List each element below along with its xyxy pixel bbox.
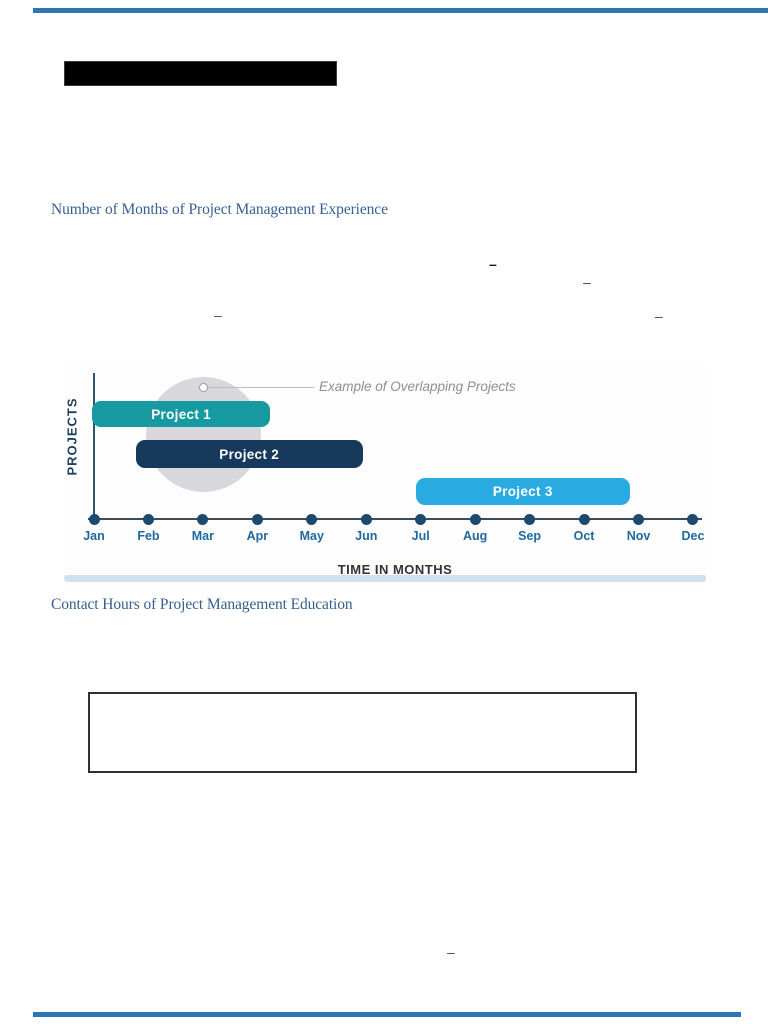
chart-footer-strip bbox=[64, 575, 706, 582]
dash-fragment: – bbox=[489, 256, 497, 272]
empty-bordered-box bbox=[88, 692, 637, 773]
month-tick-dot bbox=[88, 513, 100, 525]
month-tick-dot bbox=[360, 513, 372, 525]
dash-fragment: – bbox=[214, 307, 222, 323]
annotation-ring-icon bbox=[199, 383, 208, 392]
y-axis-label: PROJECTS bbox=[64, 397, 80, 476]
month-label: Jun bbox=[355, 529, 378, 543]
month-tick-dot bbox=[197, 513, 209, 525]
y-axis-line bbox=[93, 373, 95, 520]
month-label: Jul bbox=[411, 529, 430, 543]
month-label: Dec bbox=[681, 529, 705, 543]
month-label: May bbox=[299, 529, 324, 543]
redaction-bar bbox=[64, 61, 337, 86]
dash-fragment: – bbox=[583, 274, 591, 290]
month-tick-dot bbox=[306, 513, 318, 525]
month-label: Apr bbox=[246, 529, 269, 543]
top-horizontal-rule bbox=[33, 8, 768, 13]
month-label: Oct bbox=[573, 529, 595, 543]
annotation-label: Example of Overlapping Projects bbox=[319, 379, 516, 394]
dash-fragment: – bbox=[447, 944, 455, 960]
dash-fragment: – bbox=[655, 308, 663, 324]
overlap-circle bbox=[146, 377, 261, 492]
gantt-bar: Project 2 bbox=[135, 440, 363, 468]
gantt-bar-label: Project 3 bbox=[492, 484, 553, 499]
gantt-chart: PROJECTS Example of Overlapping Projects… bbox=[64, 367, 706, 585]
month-tick-dot bbox=[251, 513, 263, 525]
annotation-leader-line bbox=[208, 387, 314, 388]
month-label: Sep bbox=[518, 529, 542, 543]
month-tick-dot bbox=[524, 513, 536, 525]
bottom-horizontal-rule bbox=[33, 1012, 741, 1017]
month-tick-dot bbox=[415, 513, 427, 525]
month-tick-dot bbox=[687, 513, 699, 525]
month-label: Aug bbox=[462, 529, 488, 543]
gantt-bar-label: Project 2 bbox=[219, 446, 280, 462]
month-tick-dot bbox=[469, 513, 481, 525]
heading-experience: Number of Months of Project Management E… bbox=[51, 201, 388, 218]
x-axis-title: TIME IN MONTHS bbox=[337, 562, 453, 577]
month-label: Mar bbox=[191, 529, 215, 543]
month-label: Nov bbox=[626, 529, 651, 543]
month-label: Feb bbox=[137, 529, 160, 543]
gantt-bar-label: Project 1 bbox=[151, 406, 211, 422]
heading-education: Contact Hours of Project Management Educ… bbox=[51, 596, 353, 613]
month-label: Jan bbox=[83, 529, 105, 543]
x-axis-line bbox=[88, 518, 702, 520]
month-tick-dot bbox=[578, 513, 590, 525]
month-tick-dot bbox=[633, 513, 644, 525]
gantt-bar: Project 3 bbox=[415, 478, 630, 505]
month-tick-dot bbox=[142, 513, 154, 525]
gantt-bar: Project 1 bbox=[92, 401, 271, 427]
